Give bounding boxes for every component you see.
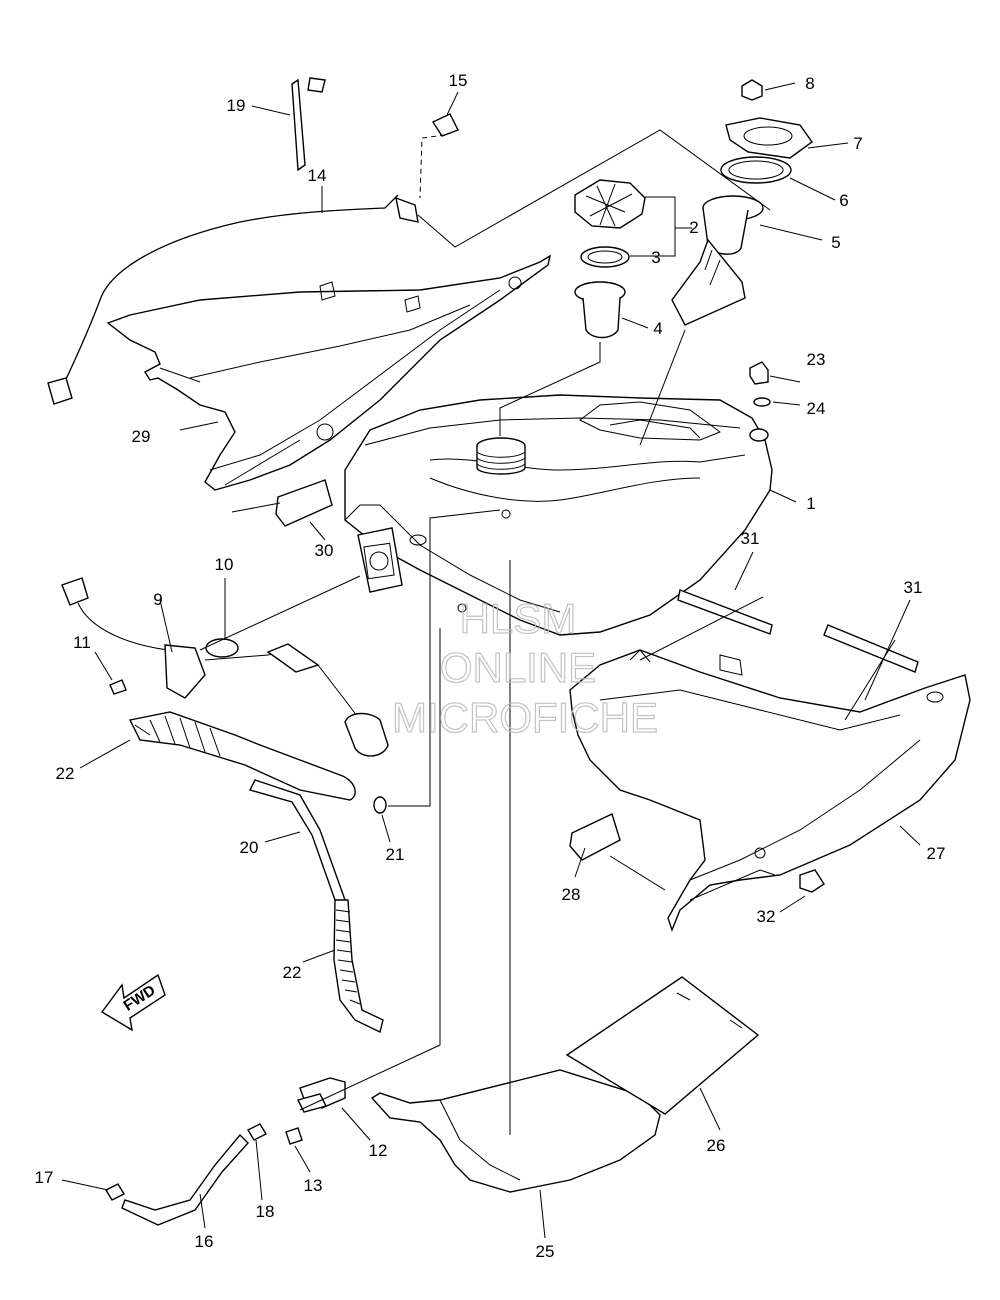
label-part-16: 16	[195, 1232, 214, 1251]
label-part-26: 26	[707, 1136, 726, 1155]
label-part-24: 24	[807, 399, 826, 418]
hose-22-lower	[333, 899, 384, 1034]
label-part-8: 8	[805, 74, 814, 93]
leader-lines	[61, 82, 921, 1239]
pump-plate	[725, 117, 813, 159]
label-part-2: 2	[689, 218, 698, 237]
label-part-27: 27	[927, 844, 946, 863]
harness-clip	[395, 196, 419, 223]
cable-tie-19	[291, 78, 306, 172]
label-part-15: 15	[449, 71, 468, 90]
label-part-31-upper: 31	[741, 529, 760, 548]
fuel-sender	[61, 577, 389, 757]
label-part-22-lower: 22	[283, 963, 302, 982]
label-part-23: 23	[807, 350, 826, 369]
clip-15	[431, 113, 459, 137]
filler-cap	[574, 179, 646, 229]
watermark-line-1: HLSM	[460, 595, 577, 642]
label-part-30: 30	[315, 541, 334, 560]
label-part-10: 10	[215, 555, 234, 574]
clip-18	[247, 1123, 267, 1141]
label-part-4: 4	[653, 319, 662, 338]
label-part-14: 14	[308, 166, 327, 185]
part-labels: 1 2 3 4 5 6 7 8 9 10 11 12 13 14 15 16 1…	[35, 71, 946, 1261]
label-part-5: 5	[831, 233, 840, 252]
label-part-3: 3	[651, 248, 660, 267]
watermark-line-3: MICROFICHE	[392, 694, 658, 741]
fwd-arrow-icon	[100, 973, 166, 1032]
strip-lower	[823, 624, 919, 673]
label-part-18: 18	[256, 1202, 275, 1221]
under-cover	[370, 1069, 661, 1193]
pad-left	[275, 479, 333, 527]
cap-gasket	[580, 246, 630, 268]
label-part-12: 12	[369, 1141, 388, 1160]
hose-16	[121, 1133, 249, 1226]
wire-harness-14	[61, 194, 399, 389]
label-part-17: 17	[35, 1168, 54, 1187]
label-part-25: 25	[536, 1242, 555, 1261]
label-part-9: 9	[153, 590, 162, 609]
protector-sheet	[565, 976, 760, 1115]
screw-13	[285, 1127, 303, 1145]
fuel-tank	[344, 394, 773, 636]
watermark: HLSM ONLINE MICROFICHE	[391, 594, 658, 741]
label-part-1: 1	[806, 494, 815, 513]
label-part-31-lower: 31	[904, 578, 923, 597]
label-part-6: 6	[839, 191, 848, 210]
label-part-19: 19	[227, 96, 246, 115]
watermark-line-2: ONLINE	[440, 644, 596, 691]
label-part-13: 13	[304, 1176, 323, 1195]
right-side-cover	[569, 649, 971, 933]
hose-20	[248, 779, 350, 906]
label-part-28: 28	[562, 885, 581, 904]
pad-right	[569, 813, 621, 861]
screw-11	[109, 679, 127, 695]
label-part-20: 20	[240, 838, 259, 857]
left-side-cover	[106, 254, 552, 491]
fuel-valve	[296, 1077, 346, 1113]
hose-22-upper	[128, 711, 356, 801]
harness-connector	[47, 377, 73, 405]
bolt-23	[749, 361, 769, 385]
clamp-21	[373, 796, 387, 814]
filler-neck-insert	[574, 281, 626, 339]
label-part-32: 32	[757, 907, 776, 926]
strip-upper	[677, 589, 773, 635]
pump-nut	[741, 79, 763, 101]
label-part-21: 21	[386, 845, 405, 864]
label-part-22-upper: 22	[56, 764, 75, 783]
label-part-29: 29	[132, 427, 151, 446]
bolt-32	[799, 869, 825, 893]
label-part-11: 11	[73, 633, 91, 652]
label-part-7: 7	[853, 134, 862, 153]
washer-24	[753, 397, 771, 407]
fuel-pump	[671, 195, 764, 326]
clip-17	[105, 1183, 125, 1201]
